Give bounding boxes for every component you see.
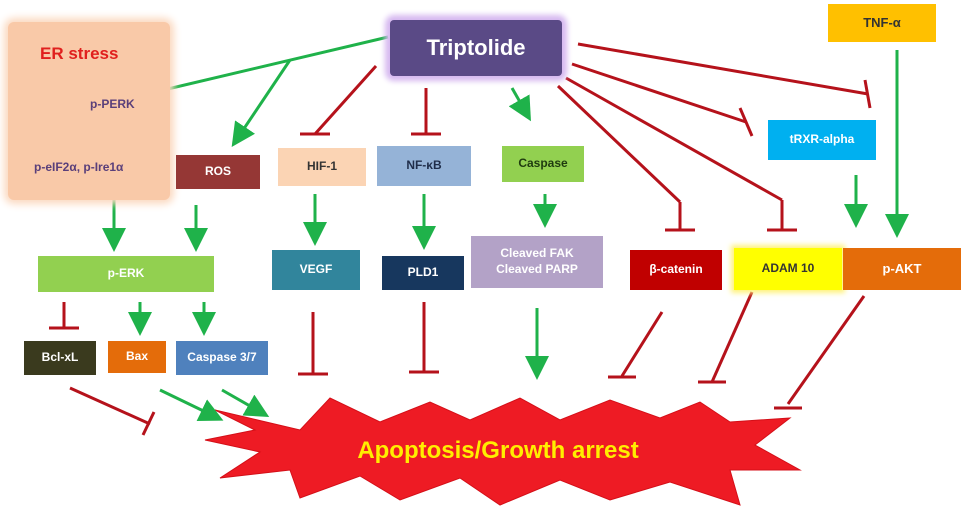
p-akt-node: p-AKT — [843, 248, 961, 290]
p-eif2a-label: p-eIF2α, p-Ire1α — [34, 160, 124, 174]
trxr-alpha-node: tRXR-alpha — [768, 120, 876, 160]
caspase-3-7-node: Caspase 3/7 — [176, 341, 268, 375]
caspase-node: Caspase — [502, 146, 584, 182]
inhibit-perk-bclxl — [49, 302, 79, 330]
cleaved-fak-label: Cleaved FAK — [500, 246, 574, 261]
inhibit-vegf-outcome — [298, 312, 328, 376]
nfkb-node: NF-κB — [377, 146, 471, 186]
arrow-triptolide-to-pperk — [132, 35, 389, 104]
arrow-caspase37-to-outcome — [221, 388, 270, 417]
inhibit-pakt-outcome — [774, 295, 866, 410]
tnf-alpha-node: TNF-α — [828, 4, 936, 42]
inhibit-pld1-outcome — [409, 302, 439, 374]
adam10-node: ADAM 10 — [734, 248, 842, 290]
p-perk-label: p-PERK — [90, 97, 135, 111]
bcl-xl-node: Bcl-xL — [24, 341, 96, 375]
beta-catenin-node: β-catenin — [630, 250, 722, 290]
inhibit-triptolide-pakt — [577, 42, 872, 109]
hif1-node: HIF-1 — [278, 148, 366, 186]
inhibit-beta-catenin-outcome — [608, 311, 664, 379]
inhibit-triptolide-hif1 — [300, 64, 378, 136]
inhibit-bclxl-outcome — [69, 386, 156, 436]
outcome-starburst — [204, 397, 802, 506]
cleaved-node: Cleaved FAK Cleaved PARP — [471, 236, 603, 288]
er-stress-panel — [8, 22, 170, 200]
inhibit-adam10-outcome — [698, 291, 754, 384]
inhibit-triptolide-adam10 — [565, 76, 797, 232]
inhibit-triptolide-trxr — [571, 62, 754, 137]
pld1-node: PLD1 — [382, 256, 464, 290]
ros-node: ROS — [176, 155, 260, 189]
cleaved-parp-label: Cleaved PARP — [496, 262, 578, 276]
arrow-bax-to-outcome — [159, 388, 224, 421]
outcome-label: Apoptosis/Growth arrest — [357, 437, 639, 464]
triptolide-node: Triptolide — [390, 20, 562, 76]
bax-node: Bax — [108, 341, 166, 373]
arrow-triptolide-to-ros — [231, 59, 292, 147]
er-stress-title: ER stress — [40, 44, 119, 63]
inhibit-triptolide-beta-catenin — [556, 84, 695, 232]
vegf-node: VEGF — [272, 250, 360, 290]
arrow-triptolide-to-caspase — [508, 87, 531, 122]
inhibit-triptolide-nfkb — [411, 88, 441, 136]
p-erk-node: p-ERK — [38, 256, 214, 292]
